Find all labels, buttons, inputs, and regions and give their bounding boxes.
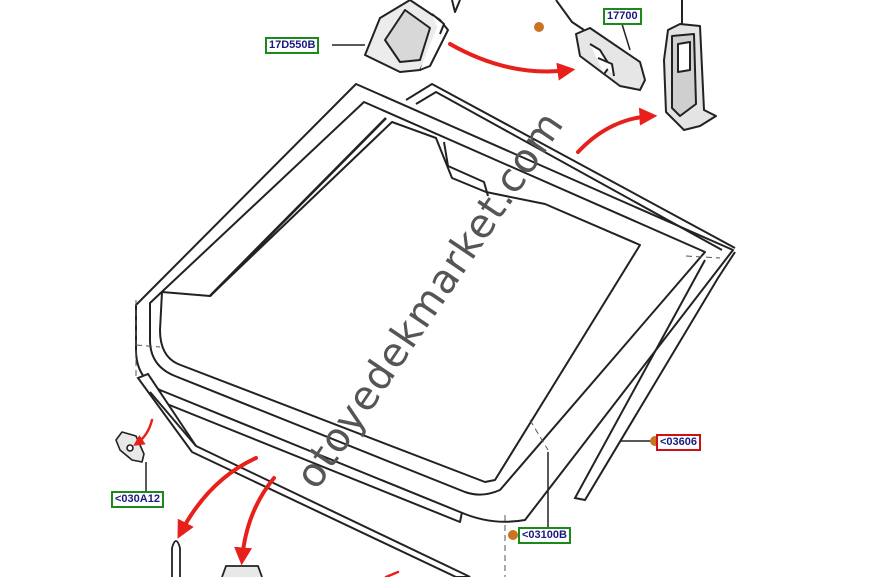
callout-03100b[interactable]: <03100B xyxy=(518,527,571,544)
mirror-cover-part xyxy=(364,0,461,73)
end-cap-part xyxy=(171,540,263,577)
callout-03606[interactable]: <03606 xyxy=(656,434,702,451)
moulding-frame xyxy=(405,82,736,502)
sensor-bracket-part xyxy=(663,0,717,131)
indicator-arrows xyxy=(133,42,658,577)
rear-view-mirror-part xyxy=(555,0,646,91)
marker-dot xyxy=(508,530,518,540)
cowl-moulding xyxy=(136,372,471,577)
callout-leaders xyxy=(145,23,652,534)
windshield-glass xyxy=(135,83,734,523)
marker-dot xyxy=(650,436,660,446)
leader-lines xyxy=(135,255,721,577)
callout-17d550b[interactable]: 17D550B xyxy=(265,37,320,54)
marker-dot xyxy=(534,22,544,32)
callout-030a12[interactable]: <030A12 xyxy=(111,491,164,508)
callout-17700[interactable]: 17700 xyxy=(603,8,642,25)
clip-part xyxy=(115,431,145,463)
